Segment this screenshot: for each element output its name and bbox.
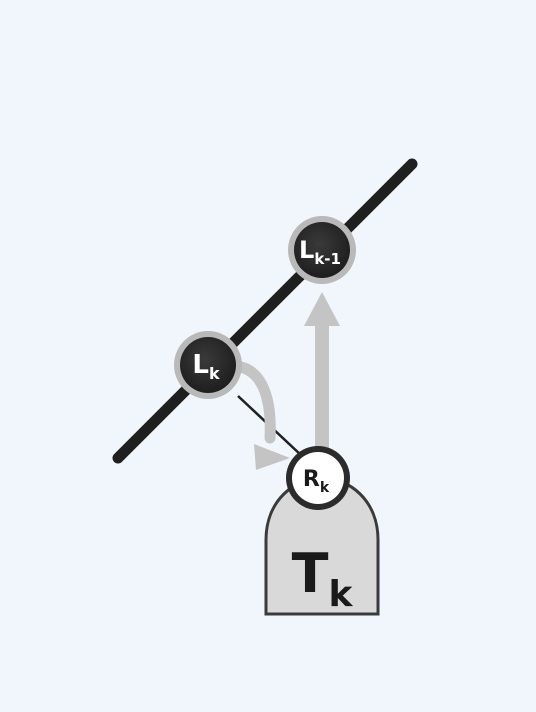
body-label: Tk <box>292 542 354 615</box>
node-l-k-minus-1-sub: k-1 <box>314 250 341 268</box>
node-r-k-sub: k <box>320 480 330 496</box>
node-l-k-sub: k <box>209 364 220 383</box>
node-l-k: Lk <box>174 331 242 399</box>
diagonal-rail <box>112 158 418 464</box>
node-r-k: Rk <box>286 446 350 510</box>
svg-text:Lk: Lk <box>192 350 220 383</box>
node-l-k-minus-1-base: L <box>299 236 314 264</box>
node-r-k-base: R <box>303 467 320 492</box>
curved-arrow-head <box>254 444 290 470</box>
svg-text:Lk-1: Lk-1 <box>299 236 341 268</box>
node-l-k-base: L <box>192 350 209 380</box>
svg-text:Rk: Rk <box>303 467 330 496</box>
vertical-arrow-head <box>304 292 340 326</box>
body-label-sub: k <box>328 574 353 615</box>
node-l-k-minus-1: Lk-1 <box>288 216 356 284</box>
